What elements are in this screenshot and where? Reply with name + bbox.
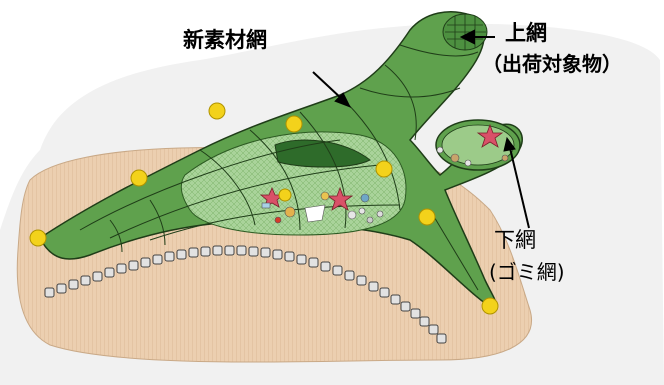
new-material-net-label: 新素材網 xyxy=(183,30,267,51)
lower-net-sublabel: (ゴミ網) xyxy=(489,262,565,282)
upper-net-sublabel: （出荷対象物） xyxy=(482,54,622,74)
upper-net-label: 上網 xyxy=(505,23,547,44)
lower-net-label: 下網 xyxy=(494,230,536,251)
